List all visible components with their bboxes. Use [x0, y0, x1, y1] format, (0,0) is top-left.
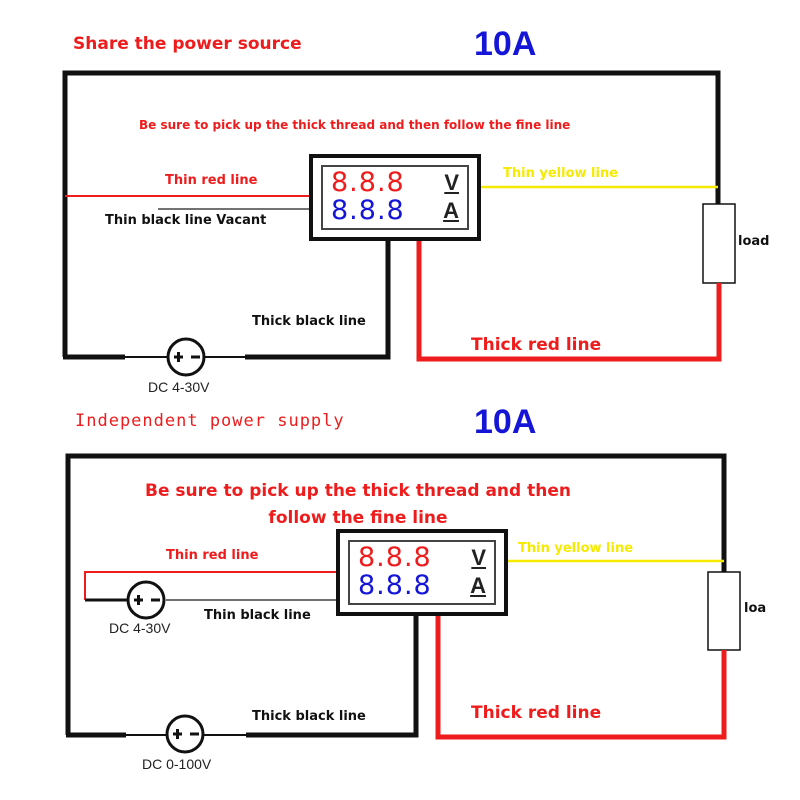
top-thick-black-wire — [245, 240, 391, 360]
meter-display: 8.8.8 V 8.8.8 A — [348, 540, 496, 605]
top-source-label: DC 4-30V — [148, 379, 210, 395]
current-unit: A — [443, 198, 459, 223]
voltage-display: 8.8.8 — [358, 542, 432, 573]
voltage-unit: V — [471, 545, 486, 570]
top-thin-red-label: Thin red line — [165, 173, 258, 188]
current-display: 8.8.8 — [358, 570, 432, 601]
voltage-display: 8.8.8 — [331, 167, 405, 198]
top-panel-title: Share the power source — [73, 34, 302, 54]
top-thin-yellow-label: Thin yellow line — [503, 166, 619, 181]
bottom-main-source-label: DC 0-100V — [142, 756, 212, 772]
bottom-thin-red-label: Thin red line — [166, 548, 259, 563]
voltage-unit: V — [444, 170, 459, 195]
top-instruction: Be sure to pick up the thick thread and … — [139, 118, 571, 132]
meter-display: 8.8.8 V 8.8.8 A — [321, 165, 469, 230]
top-thin-black-label: Thin black line Vacant — [105, 213, 267, 228]
bottom-load-resistor — [707, 571, 741, 651]
current-unit: A — [470, 573, 486, 598]
bottom-frame-wire — [65, 453, 727, 735]
bottom-thin-red-wire — [84, 571, 336, 600]
bottom-load-label: loa — [744, 601, 767, 616]
bottom-instruction-line2: follow the fine line — [268, 508, 448, 528]
top-load-resistor — [702, 203, 736, 284]
bottom-instruction-line1: Be sure to pick up the thick thread and … — [145, 481, 571, 501]
top-thick-red-wire — [416, 240, 722, 362]
bottom-current-rating: 10A — [474, 403, 537, 441]
bottom-thick-red-wire — [435, 615, 727, 740]
top-current-rating: 10A — [474, 25, 537, 63]
bottom-voltmeter-ammeter: 8.8.8 V 8.8.8 A — [336, 529, 508, 616]
bottom-instruction: Be sure to pick up the thick thread and … — [118, 478, 598, 532]
current-display: 8.8.8 — [331, 195, 405, 226]
bottom-thin-black-label: Thin black line — [204, 608, 311, 623]
top-voltmeter-ammeter: 8.8.8 V 8.8.8 A — [309, 154, 481, 241]
bottom-panel-title: Independent power supply — [75, 411, 345, 431]
bottom-thick-black-label: Thick black line — [252, 709, 366, 724]
bottom-thick-black-wire — [246, 615, 419, 738]
bottom-aux-source-label: DC 4-30V — [109, 620, 171, 636]
bottom-circuit — [65, 453, 741, 754]
top-load-label: load — [738, 234, 770, 249]
bottom-aux-dc-source-icon — [126, 580, 166, 620]
top-frame-wire — [62, 70, 721, 357]
top-dc-source-icon — [166, 337, 206, 377]
top-thick-red-label: Thick red line — [471, 335, 602, 355]
top-thick-black-label: Thick black line — [252, 314, 366, 329]
bottom-thin-yellow-label: Thin yellow line — [518, 541, 634, 556]
bottom-thick-red-label: Thick red line — [471, 703, 602, 723]
bottom-main-dc-source-icon — [165, 714, 205, 754]
top-circuit — [62, 70, 736, 377]
